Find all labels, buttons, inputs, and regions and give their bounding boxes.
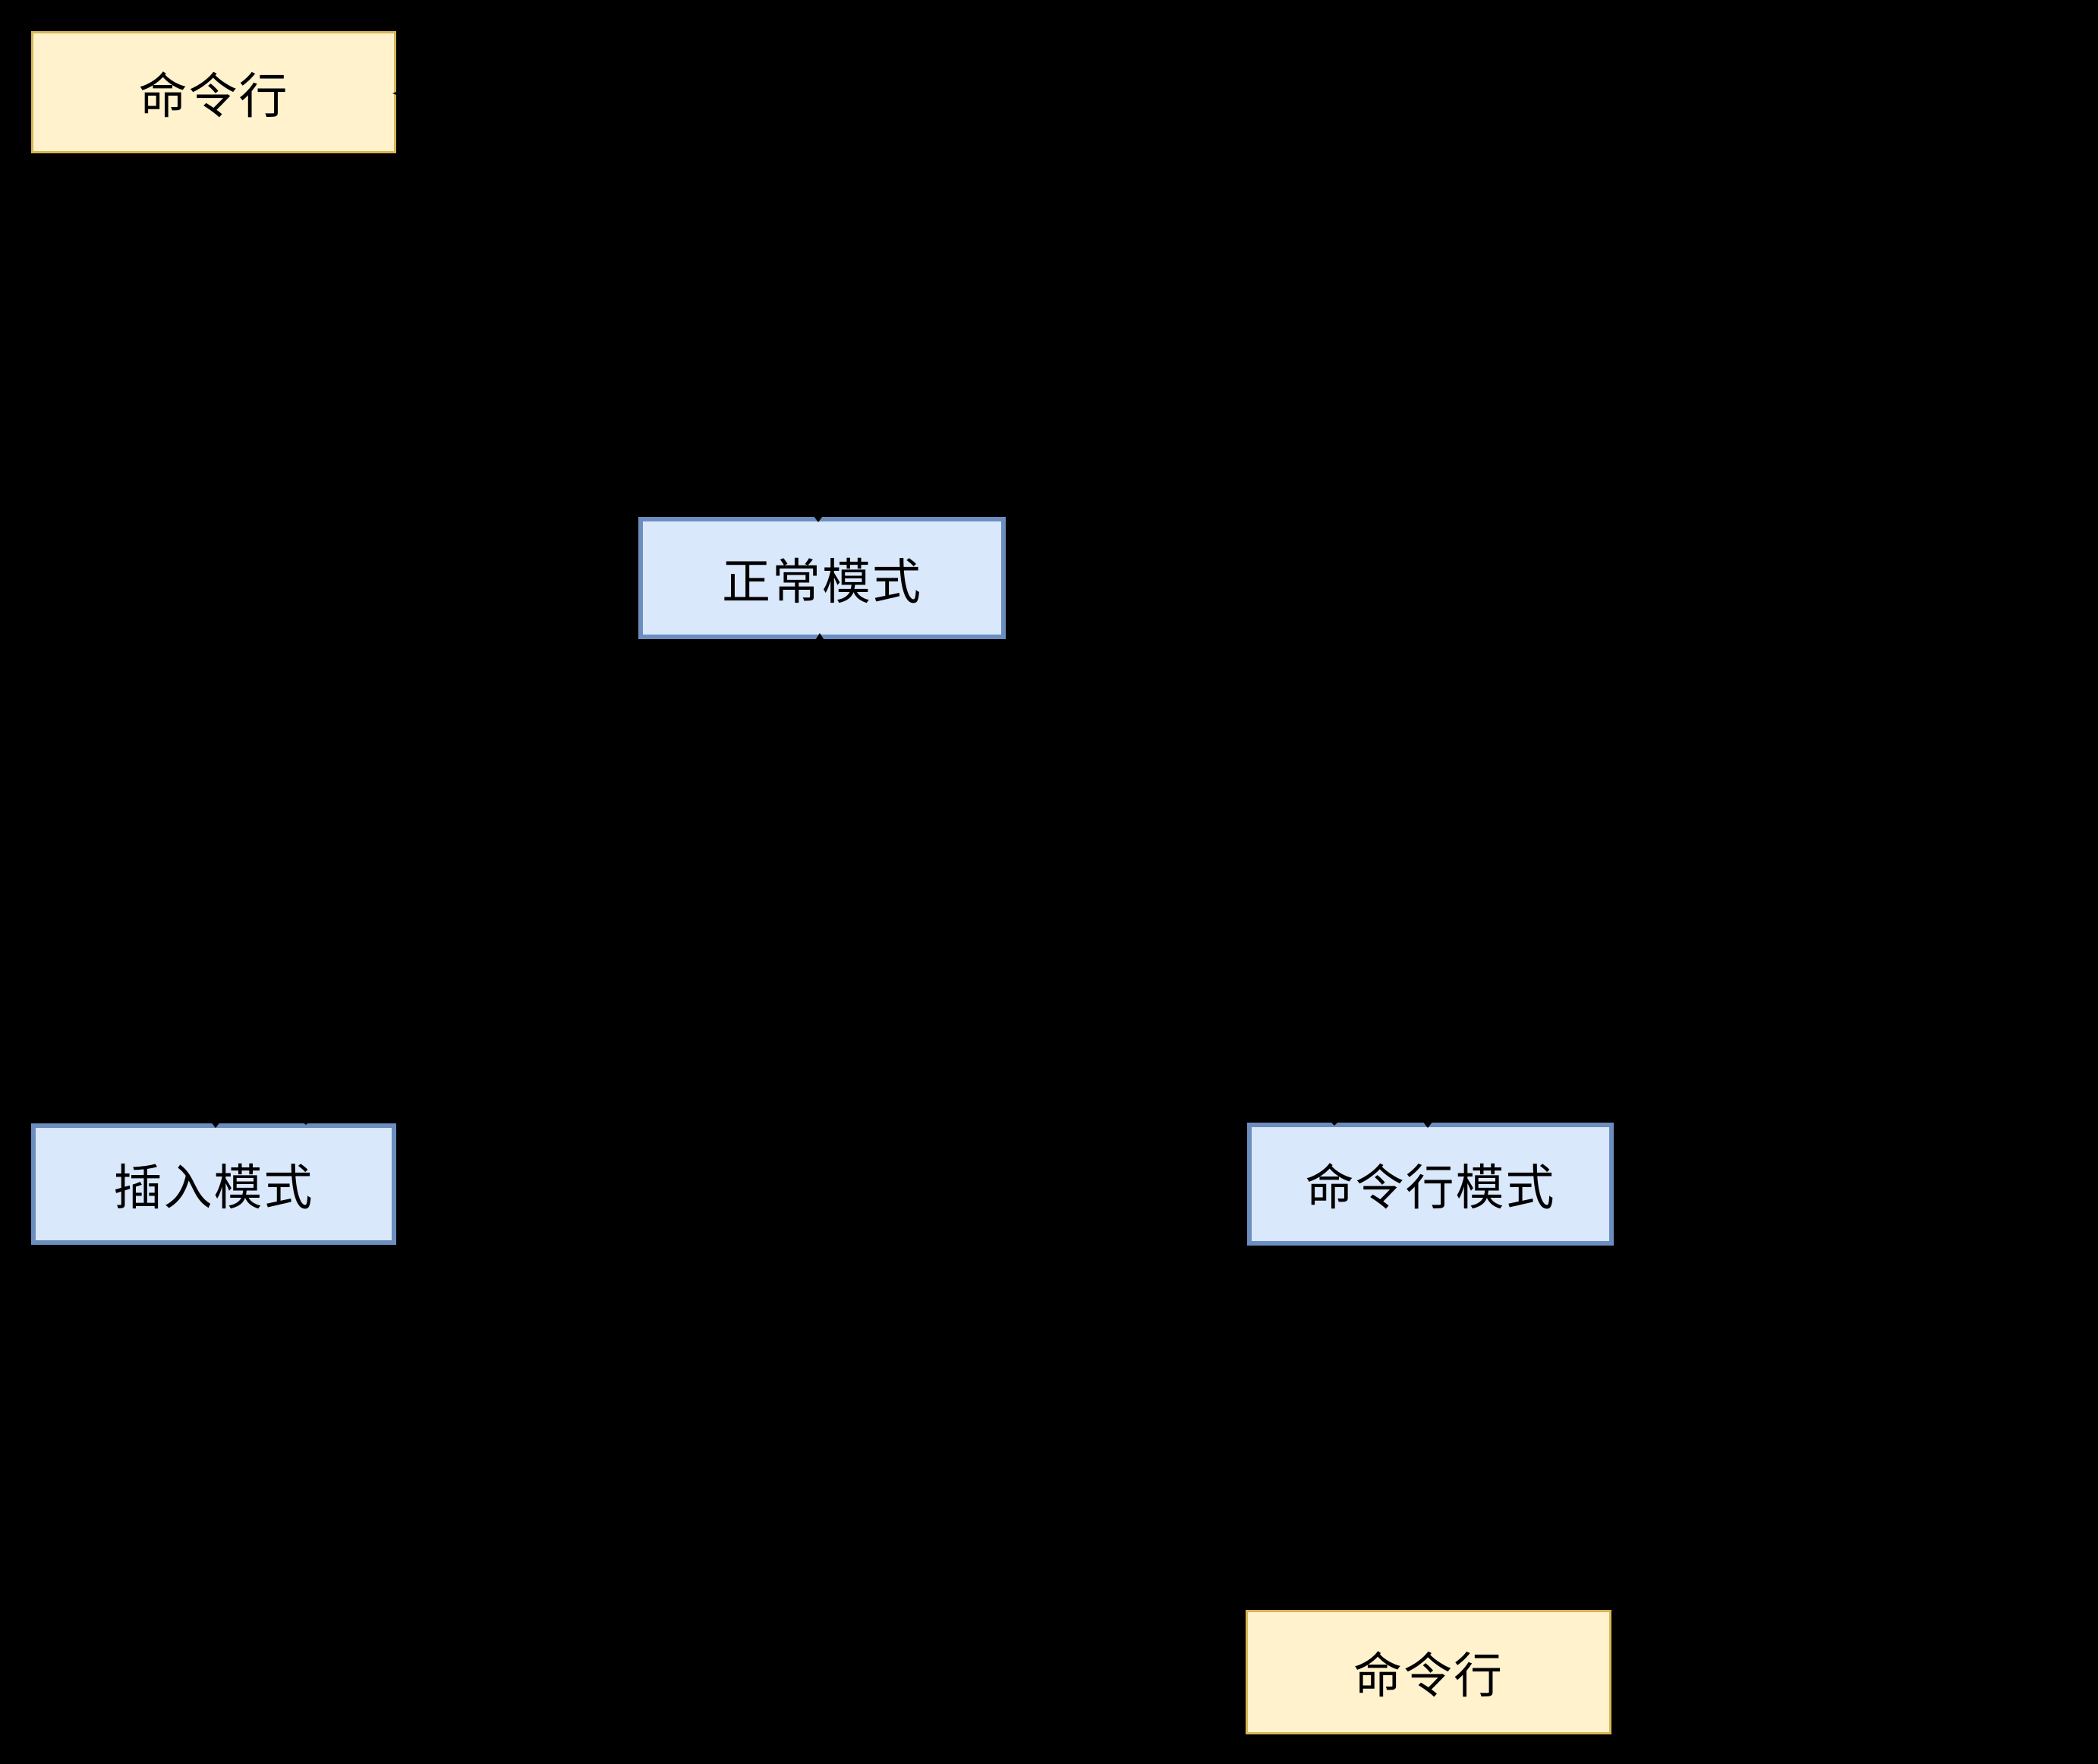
arrowhead-icon-normal-mode-bottom-right-notch (905, 639, 921, 647)
node-label-command-line-bottom: 命令行 (1353, 1649, 1504, 1703)
arrowhead-icon-into-command-line-mode-top-edge (1419, 1117, 1436, 1128)
arrowhead-icon-into-normal-mode-top-edge (809, 510, 827, 522)
node-label-insert-mode: 插入模式 (113, 1161, 314, 1215)
node-command-line-bottom: 命令行 (1246, 1610, 1611, 1734)
node-label-command-line-mode: 命令行模式 (1305, 1161, 1556, 1215)
node-command-line-mode: 命令行模式 (1247, 1123, 1614, 1246)
node-label-command-line-top: 命令行 (138, 68, 289, 124)
arrowhead-icon-insert-mode-top-edge-notch (297, 1117, 315, 1125)
node-normal-mode: 正常模式 (638, 517, 1006, 639)
arrowhead-icon-normal-mode-bottom-left-notch (718, 639, 735, 647)
arrowhead-icon-into-normal-mode-bottom-center (810, 633, 830, 648)
node-insert-mode: 插入模式 (31, 1123, 396, 1245)
node-label-normal-mode: 正常模式 (722, 554, 922, 610)
arrowhead-icon-into-command-line-top-right-edge (392, 86, 412, 101)
node-command-line-top: 命令行 (31, 31, 396, 153)
arrowhead-icon-command-line-mode-top-edge-notch (1325, 1117, 1344, 1126)
arrowhead-icon-into-insert-mode-top-edge (207, 1117, 224, 1128)
